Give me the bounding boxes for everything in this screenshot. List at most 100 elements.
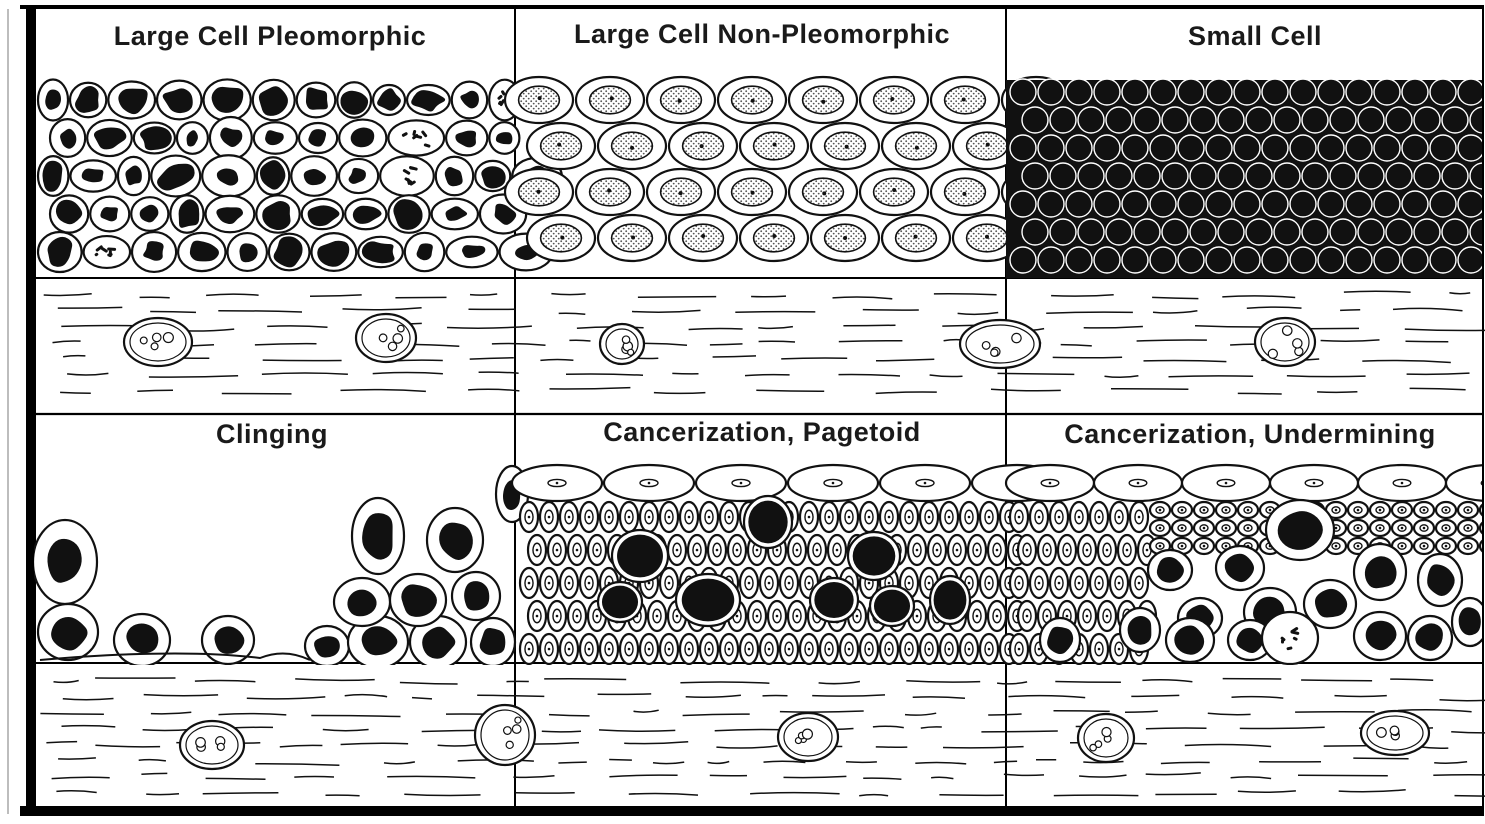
stroma-fiber (1455, 796, 1485, 797)
nucleolus (1247, 509, 1250, 512)
stroma-fiber (404, 794, 480, 795)
nucleolus (1401, 527, 1404, 530)
stroma-fiber (943, 747, 1024, 748)
small-cell (1346, 247, 1372, 273)
chromosome (414, 131, 415, 134)
stroma-fiber (859, 795, 888, 796)
stroma-fiber (750, 793, 840, 794)
stroma-fiber (295, 679, 375, 680)
small-cell (1414, 219, 1440, 245)
stroma-fiber (988, 714, 1021, 715)
small-cell (1318, 79, 1344, 105)
nucleolus (700, 144, 704, 148)
cell-layer-clinging (33, 466, 528, 668)
small-cell (1374, 79, 1400, 105)
stroma-fiber (54, 681, 79, 683)
nucleolus (868, 516, 871, 519)
small-cell (1430, 191, 1456, 217)
nucleolus (888, 648, 891, 651)
stroma-fiber (1451, 732, 1485, 733)
stroma-fiber (323, 730, 369, 731)
stroma-fiber (1125, 711, 1158, 712)
nucleolus (1247, 527, 1250, 530)
small-cell (1274, 107, 1300, 133)
nucleolus (888, 516, 891, 519)
stroma-fiber (939, 795, 1003, 796)
nucleolus (1078, 582, 1081, 585)
stroma-fiber (1105, 376, 1139, 378)
stroma-fiber (784, 776, 847, 777)
small-cell (1374, 247, 1400, 273)
stroma-fiber (716, 746, 777, 748)
stroma-fiber (839, 341, 903, 342)
nucleolus (988, 516, 991, 519)
nucleolus (1445, 545, 1448, 548)
red-blood-cell (506, 741, 513, 748)
small-cell (1206, 135, 1232, 161)
frame-top (20, 5, 1484, 9)
small-cell (1162, 107, 1188, 133)
stroma-fiber (1111, 389, 1188, 390)
stroma-fiber (1321, 340, 1380, 341)
nucleolus (832, 482, 835, 485)
stroma-fiber (559, 313, 586, 314)
nucleolus (936, 549, 939, 552)
stroma-fiber (1008, 696, 1085, 698)
small-cell (1458, 135, 1484, 161)
stroma-fiber (1142, 680, 1192, 682)
stroma-fiber (544, 679, 626, 680)
nucleolus (868, 582, 871, 585)
nucleolus (1018, 648, 1021, 651)
nucleolus (668, 516, 671, 519)
nucleolus (557, 143, 561, 147)
red-blood-cell (1293, 339, 1302, 348)
stroma-fiber (53, 341, 81, 343)
nucleolus (828, 516, 831, 519)
stroma-fiber (1405, 329, 1485, 330)
nucleolus (630, 146, 634, 150)
stroma-fiber (1137, 340, 1207, 341)
small-cell (1178, 135, 1204, 161)
stroma-fiber (311, 715, 400, 716)
nucleolus (736, 615, 739, 618)
small-cell (1234, 135, 1260, 161)
nucleolus (548, 648, 551, 651)
cell-layer-cancerization-undermining (1006, 465, 1485, 664)
red-blood-cell (512, 725, 521, 734)
small-cell (1330, 107, 1356, 133)
nucleolus (1357, 527, 1360, 530)
small-cell (1302, 107, 1328, 133)
small-cell (1078, 219, 1104, 245)
stroma-fiber (599, 730, 675, 731)
nucleolus (948, 516, 951, 519)
stroma-fiber (913, 697, 965, 698)
nucleolus (1038, 516, 1041, 519)
stroma-fiber (569, 340, 590, 341)
stroma-fiber (735, 312, 815, 313)
stroma-fiber (195, 681, 256, 682)
chromosome (499, 96, 501, 98)
red-blood-cell (140, 337, 147, 344)
small-cell (1162, 163, 1188, 189)
small-cell (1430, 135, 1456, 161)
red-blood-cell (388, 342, 396, 350)
nucleolus (1269, 509, 1272, 512)
stroma-fiber (634, 710, 659, 712)
nucleolus (708, 516, 711, 519)
nucleus (874, 86, 915, 114)
nucleolus (736, 549, 739, 552)
nucleolus (796, 549, 799, 552)
small-cell (1234, 247, 1260, 273)
stroma-fiber (708, 762, 730, 764)
nucleolus (908, 648, 911, 651)
chromosome (503, 92, 504, 94)
nucleolus (648, 482, 651, 485)
small-cell (1038, 191, 1064, 217)
small-cell (1302, 219, 1328, 245)
nucleolus (985, 235, 989, 239)
nucleolus (796, 615, 799, 618)
small-cell (1274, 163, 1300, 189)
stroma-fiber (958, 313, 999, 315)
stroma-fiber (638, 297, 716, 298)
nucleolus (1467, 509, 1470, 512)
